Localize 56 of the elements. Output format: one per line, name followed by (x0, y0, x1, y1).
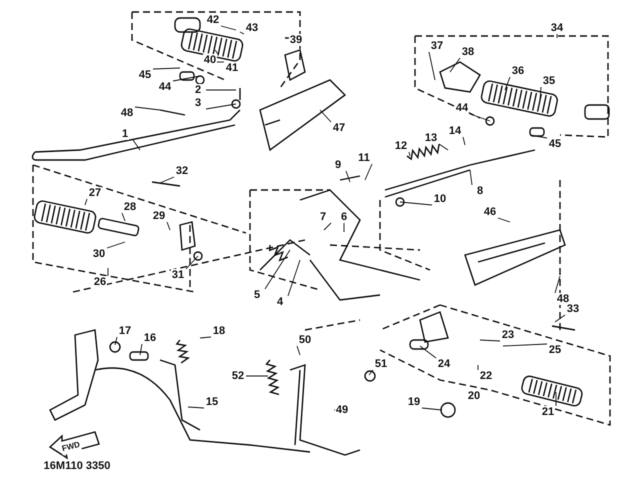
callout-number: 48 (556, 293, 570, 305)
callout-number: 37 (430, 40, 444, 52)
callout-number: 41 (224, 62, 240, 74)
callout-number: 29 (152, 210, 166, 222)
callout-number: 13 (424, 132, 438, 144)
callout-number: 22 (478, 370, 494, 382)
callout-number: 12 (394, 140, 408, 152)
callout-number: 49 (334, 404, 350, 416)
callout-number: 46 (482, 206, 498, 218)
callout-number: 1 (120, 128, 130, 140)
callout-number: 35 (542, 75, 556, 87)
callout-number: 30 (92, 248, 106, 260)
callout-number: 45 (138, 69, 152, 81)
callout-number: 39 (288, 34, 304, 46)
callout-number: 38 (460, 46, 476, 58)
callout-number: 7 (318, 211, 328, 223)
callout-number: 34 (550, 22, 564, 34)
callout-number: 19 (406, 396, 422, 408)
part-code: 16M110 3350 (42, 460, 112, 472)
callout-number: 44 (454, 102, 470, 114)
callout-number: 28 (122, 201, 138, 213)
callout-number: 15 (204, 396, 220, 408)
callout-number: 42 (206, 14, 220, 26)
callout-number: 33 (566, 303, 580, 315)
callout-number: 23 (500, 329, 516, 341)
callout-number: 45 (548, 138, 562, 150)
callout-number: 5 (252, 289, 262, 301)
callout-number: 20 (466, 390, 482, 402)
callout-number: 25 (548, 344, 562, 356)
callout-number: 43 (244, 22, 260, 34)
callout-number: 16 (142, 332, 158, 344)
callout-number: 14 (448, 125, 462, 137)
callout-number: 31 (170, 269, 186, 281)
callout-number: 48 (120, 107, 134, 119)
callout-number: 8 (476, 185, 484, 197)
callout-number: 24 (436, 358, 452, 370)
callout-number: 50 (298, 334, 312, 346)
callout-number: 21 (540, 406, 556, 418)
callout-number: 40 (202, 54, 218, 66)
callout-number: 4 (276, 296, 284, 308)
callout-number: 10 (432, 193, 448, 205)
callout-number: 27 (88, 187, 102, 199)
callout-number: 51 (374, 358, 388, 370)
callout-number: 6 (340, 211, 348, 223)
callout-number: 36 (510, 65, 526, 77)
callout-number: 2 (194, 84, 202, 96)
callout-number: 32 (174, 165, 190, 177)
callout-number: 9 (334, 159, 342, 171)
callout-number: 17 (118, 325, 132, 337)
callout-number: 47 (332, 122, 346, 134)
callout-number: 3 (194, 97, 202, 109)
callout-number: 26 (92, 276, 108, 288)
callout-number: 11 (357, 152, 371, 164)
callout-number: 18 (212, 325, 226, 337)
callout-number: 52 (230, 370, 246, 382)
callout-number: 44 (158, 81, 172, 93)
